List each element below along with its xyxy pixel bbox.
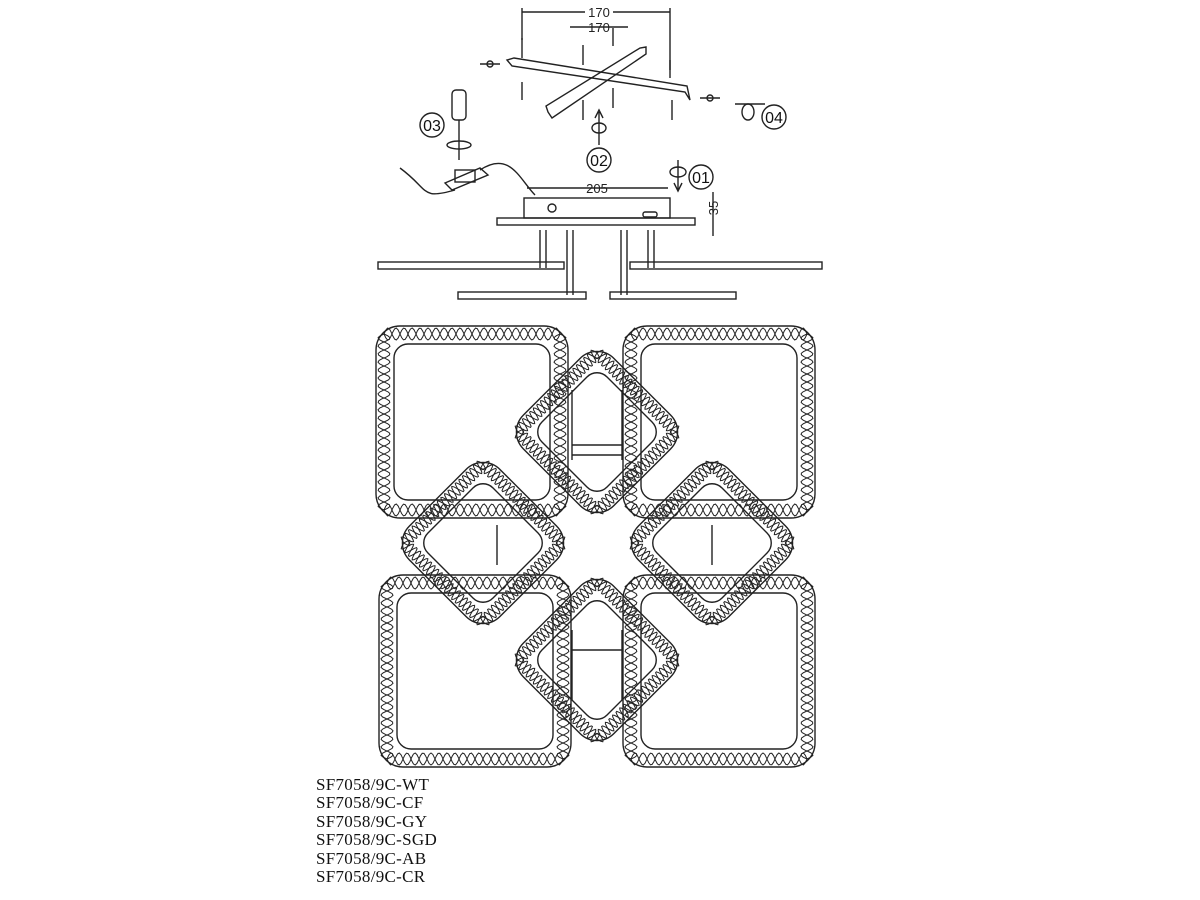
terminal-block — [399, 162, 536, 196]
arrows — [591, 103, 755, 193]
ring-inner — [537, 372, 657, 492]
screwdriver-icon — [446, 89, 472, 160]
ring-inner — [393, 343, 551, 501]
svg-text:01: 01 — [692, 170, 710, 187]
mounting-bracket — [505, 46, 691, 119]
side-profile — [377, 230, 823, 300]
dimension-outer: 170 — [521, 4, 671, 70]
ring-wave — [514, 349, 680, 515]
ring-wave — [514, 577, 680, 743]
dimension-inner: 170 — [570, 20, 628, 35]
ring-outer — [630, 461, 794, 625]
ring-outer — [378, 574, 572, 768]
ring-wave — [624, 576, 814, 766]
ring-inner — [396, 592, 554, 750]
diamond-ring-top — [514, 349, 680, 515]
svg-text:02: 02 — [590, 153, 608, 170]
step-01: 01 — [688, 164, 714, 190]
model-list: SF7058/9C-WT SF7058/9C-CF SF7058/9C-GY S… — [316, 775, 438, 887]
ring-inner — [423, 483, 543, 603]
ring-wave — [624, 576, 814, 766]
ring-outer — [622, 574, 816, 768]
canopy-base: 205 35 — [496, 181, 721, 236]
model-item: SF7058/9C-CF — [316, 793, 424, 813]
model-item: SF7058/9C-CR — [316, 867, 426, 887]
square-ring-top-left — [375, 325, 569, 519]
ring-inner — [640, 592, 798, 750]
ring-outer — [375, 325, 569, 519]
frame-bars — [496, 390, 713, 700]
step-04: 04 — [761, 104, 787, 130]
base-width-label: 205 — [586, 181, 608, 196]
ring-wave — [624, 327, 814, 517]
step-03: 03 — [419, 112, 445, 138]
ring-wave — [377, 327, 567, 517]
ring-wave — [514, 349, 680, 515]
dimension-outer-label: 170 — [588, 5, 610, 20]
model-item: SF7058/9C-AB — [316, 848, 427, 868]
square-ring-bottom-left — [378, 574, 572, 768]
square-ring-bottom-right — [622, 574, 816, 768]
model-item: SF7058/9C-GY — [316, 811, 428, 831]
ring-inner — [537, 600, 657, 720]
screws — [480, 28, 765, 120]
ring-wave — [380, 576, 570, 766]
ring-wave — [629, 460, 795, 626]
svg-text:03: 03 — [423, 118, 441, 135]
ring-wave — [624, 327, 814, 517]
diamond-ring-right — [629, 460, 795, 626]
ring-outer — [401, 461, 565, 625]
dimension-inner-label: 170 — [588, 20, 610, 35]
ring-outer — [515, 350, 679, 514]
ring-outer — [515, 578, 679, 742]
svg-text:04: 04 — [765, 110, 783, 127]
fixture-top-view — [375, 325, 816, 768]
model-item: SF7058/9C-WT — [316, 775, 430, 794]
ring-wave — [400, 460, 566, 626]
ring-wave — [514, 577, 680, 743]
ring-wave — [400, 460, 566, 626]
step-02: 02 — [586, 147, 612, 173]
square-ring-top-right — [622, 325, 816, 519]
diamond-ring-left — [400, 460, 566, 626]
ring-inner — [640, 343, 798, 501]
ring-outer — [622, 325, 816, 519]
diamond-ring-bottom — [514, 577, 680, 743]
ring-inner — [652, 483, 772, 603]
model-item: SF7058/9C-SGD — [316, 830, 438, 850]
ring-wave — [377, 327, 567, 517]
base-height-label: 35 — [706, 201, 721, 215]
